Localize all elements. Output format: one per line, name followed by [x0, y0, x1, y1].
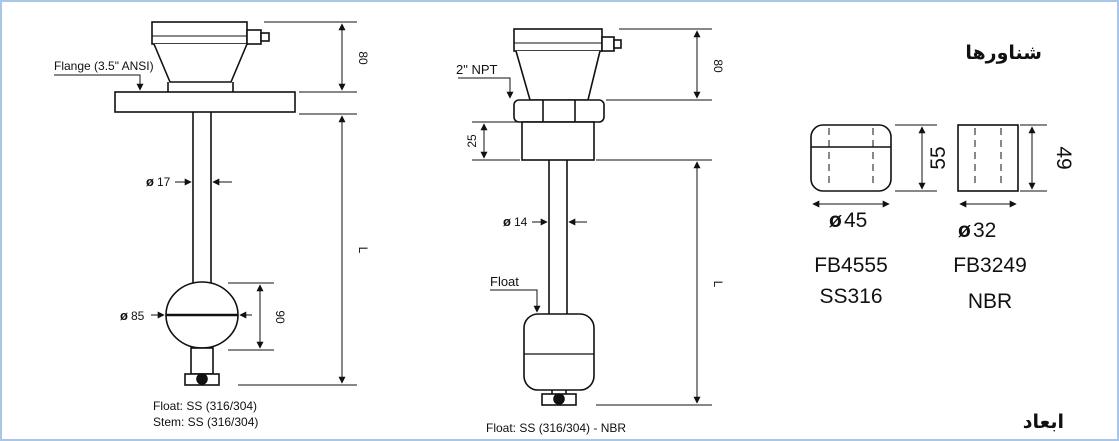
float-b-dia: 32 — [973, 219, 996, 242]
float-b-model: FB3249 — [953, 254, 1027, 277]
left-float-dia-symbol: ø — [120, 308, 128, 323]
middle-head-cone — [515, 50, 601, 101]
middle-float — [523, 313, 595, 391]
float-fb4555-drawing — [810, 124, 937, 208]
middle-stem-dia: 14 — [514, 215, 528, 229]
left-caption-stem: Stem: SS (316/304) — [153, 415, 258, 429]
float-a-height: 55 — [927, 146, 950, 169]
left-float-height-dim: 90 — [273, 310, 287, 324]
middle-thread-dim: 25 — [465, 134, 479, 148]
middle-stem-dia-symbol: ø — [503, 214, 511, 229]
floats-title: شناورها — [965, 42, 1042, 64]
left-head-cone — [153, 43, 248, 83]
middle-sensor-drawing — [458, 28, 712, 406]
left-cable-gland — [246, 29, 262, 45]
middle-thread-body — [521, 121, 595, 161]
middle-float-label: Float — [490, 274, 519, 289]
left-head-dim: 80 — [356, 51, 370, 65]
middle-head-cap — [513, 28, 603, 52]
middle-length-dim: L — [711, 281, 725, 288]
middle-thread-label: 2" NPT — [456, 62, 498, 77]
left-length-dim: L — [356, 247, 370, 254]
float-a-dia: 45 — [844, 209, 867, 232]
left-stem-dia: 17 — [157, 175, 171, 189]
left-stem-dia-symbol: ø — [146, 174, 154, 189]
middle-hex-nut — [513, 99, 605, 123]
float-b-height: 49 — [1052, 146, 1075, 169]
left-flange — [114, 91, 296, 113]
left-head-cap — [151, 21, 248, 45]
left-sensor-drawing — [54, 21, 357, 386]
middle-caption: Float: SS (316/304) - NBR — [486, 421, 626, 435]
float-a-model: FB4555 — [814, 254, 888, 277]
float-b-dia-symbol: ø — [958, 219, 971, 242]
float-fb3249-drawing — [957, 124, 1047, 208]
dimensions-title: ابعاد — [1023, 411, 1064, 433]
float-b-material: NBR — [968, 290, 1012, 313]
left-float-dia: 85 — [131, 309, 145, 323]
float-a-material: SS316 — [819, 285, 882, 308]
middle-cable-gland — [601, 36, 615, 52]
left-flange-label: Flange (3.5" ANSI) — [54, 59, 154, 73]
left-caption-float: Float: SS (316/304) — [153, 399, 257, 413]
middle-head-dim: 80 — [711, 59, 725, 73]
float-a-dia-symbol: ø — [829, 209, 842, 232]
